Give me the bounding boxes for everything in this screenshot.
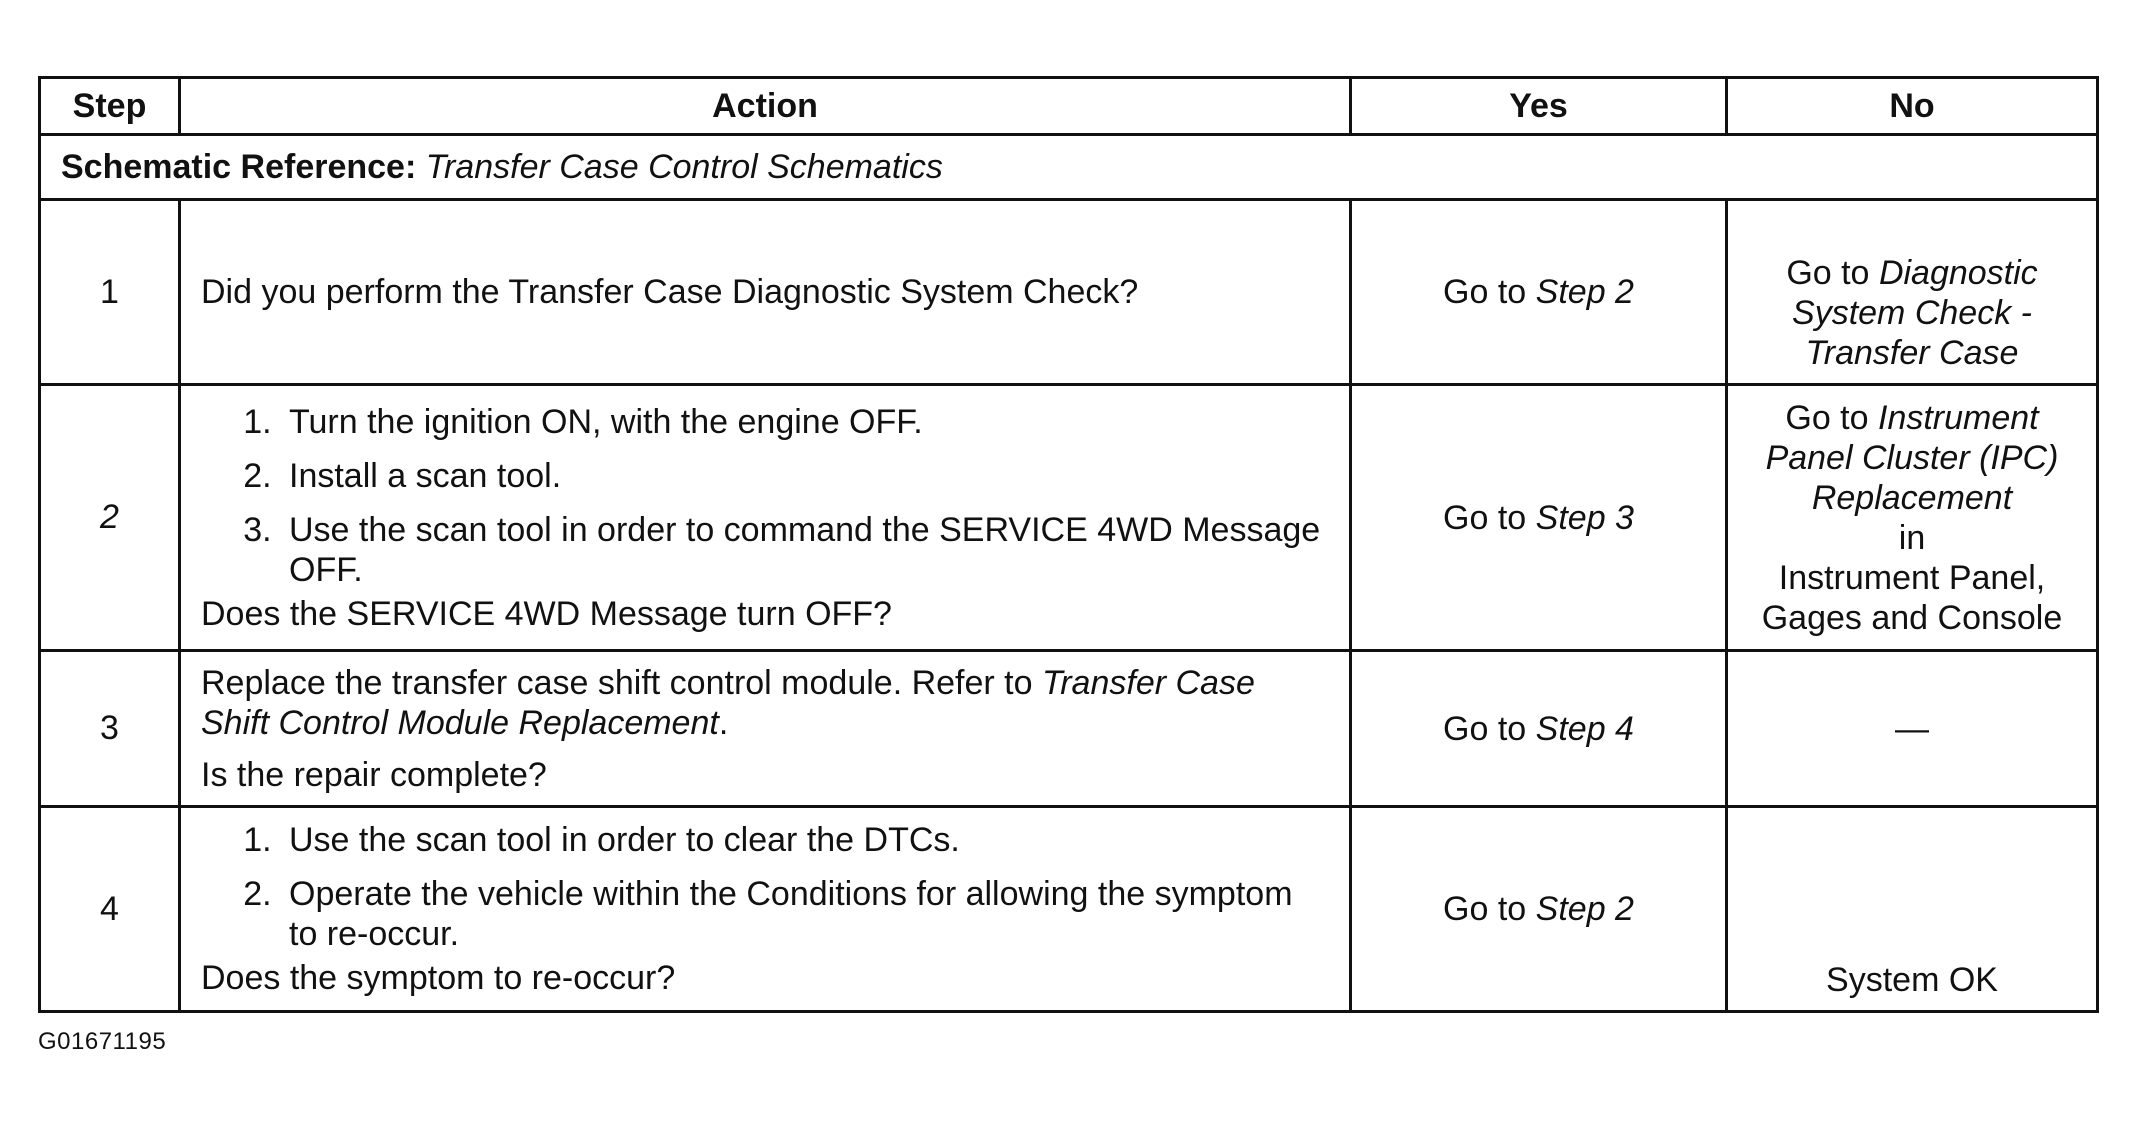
step-question: Did you perform the Transfer Case Diagno… [201, 273, 1139, 311]
empty-dash: — [1895, 709, 1929, 748]
goto-step-link[interactable]: Step 2 [1535, 273, 1634, 311]
no-cell: System OK [1725, 805, 2099, 1013]
goto-prefix: Go to [1786, 254, 1870, 292]
schematic-reference-label: Schematic Reference: [61, 147, 417, 186]
diagnostic-table: Step Action Yes No Schematic Reference: … [38, 76, 2099, 1013]
table-row: 1 Did you perform the Transfer Case Diag… [38, 198, 2099, 386]
yes-cell: Go to Step 4 [1349, 649, 1728, 808]
step-number: 4 [38, 805, 181, 1013]
goto-step-link[interactable]: Step 2 [1535, 890, 1634, 928]
instruction-text: Replace the transfer case shift control … [201, 663, 1033, 702]
schematic-reference-row: Schematic Reference: Transfer Case Contr… [38, 133, 2099, 201]
goto-prefix: Go to [1443, 709, 1527, 748]
action-item: Turn the ignition ON, with the engine OF… [281, 402, 1329, 442]
action-item: Operate the vehicle within the Condition… [281, 874, 1329, 954]
reference-text: Instrument [1878, 399, 2039, 437]
step-question: Is the repair complete? [201, 755, 547, 794]
step-instruction: Replace the transfer case shift control … [201, 663, 1329, 743]
yes-cell: Go to Step 3 [1349, 383, 1728, 652]
schematic-reference: Schematic Reference: Transfer Case Contr… [38, 133, 2099, 201]
figure-id: G01671195 [38, 1028, 167, 1055]
action-item: Use the scan tool in order to clear the … [281, 820, 1329, 860]
table-row: 3 Replace the transfer case shift contro… [38, 649, 2099, 808]
step-number: 1 [38, 198, 181, 386]
yes-cell: Go to Step 2 [1349, 805, 1728, 1013]
goto-step-link[interactable]: Step 3 [1535, 498, 1634, 537]
header-yes: Yes [1349, 76, 1728, 136]
section-text: Gages and Console [1761, 599, 2063, 637]
step-question: Does the SERVICE 4WD Message turn OFF? [201, 594, 892, 633]
reference-text: Panel Cluster (IPC) [1765, 439, 2059, 477]
reference-connector: in [1898, 519, 1926, 557]
no-cell: — [1725, 649, 2099, 808]
reference-text: Transfer Case [1805, 334, 2019, 372]
procedure-reference-link[interactable]: Transfer Case Shift Control Module Repla… [201, 663, 1255, 742]
header-action: Action [178, 76, 1352, 136]
header-row: Step Action Yes No [38, 76, 2099, 136]
schematic-reference-link[interactable]: Transfer Case Control Schematics [425, 147, 943, 186]
action-item: Install a scan tool. [281, 456, 1329, 496]
step-question: Does the symptom to re-occur? [201, 959, 676, 997]
table-row: 2 Turn the ignition ON, with the engine … [38, 383, 2099, 652]
goto-prefix: Go to [1785, 399, 1869, 437]
step-number: 2 [38, 383, 181, 652]
header-step: Step [38, 76, 181, 136]
goto-prefix: Go to [1443, 273, 1527, 311]
section-text: Instrument Panel, [1778, 559, 2046, 597]
instruction-period: . [718, 703, 729, 742]
action-cell: Replace the transfer case shift control … [178, 649, 1352, 808]
action-cell: Did you perform the Transfer Case Diagno… [178, 198, 1352, 386]
manual-section-link[interactable]: Instrument Panel,Gages and Console [1762, 559, 2063, 637]
reference-text: Diagnostic [1878, 254, 2038, 292]
action-item: Use the scan tool in order to command th… [281, 510, 1329, 590]
header-no: No [1725, 76, 2099, 136]
action-cell: Turn the ignition ON, with the engine OF… [178, 383, 1352, 652]
goto-step-link[interactable]: Step 4 [1535, 709, 1634, 748]
goto-prefix: Go to [1443, 498, 1527, 537]
system-ok-text: System OK [1826, 961, 1998, 999]
reference-text: Replacement [1811, 479, 2013, 517]
action-cell: Use the scan tool in order to clear the … [178, 805, 1352, 1013]
goto-prefix: Go to [1443, 890, 1527, 928]
step-number: 3 [38, 649, 181, 808]
table-row: 4 Use the scan tool in order to clear th… [38, 805, 2099, 1013]
reference-text: System Check - [1792, 294, 2032, 332]
action-list: Turn the ignition ON, with the engine OF… [201, 402, 1329, 590]
yes-cell: Go to Step 2 [1349, 198, 1728, 386]
action-list: Use the scan tool in order to clear the … [201, 820, 1329, 954]
